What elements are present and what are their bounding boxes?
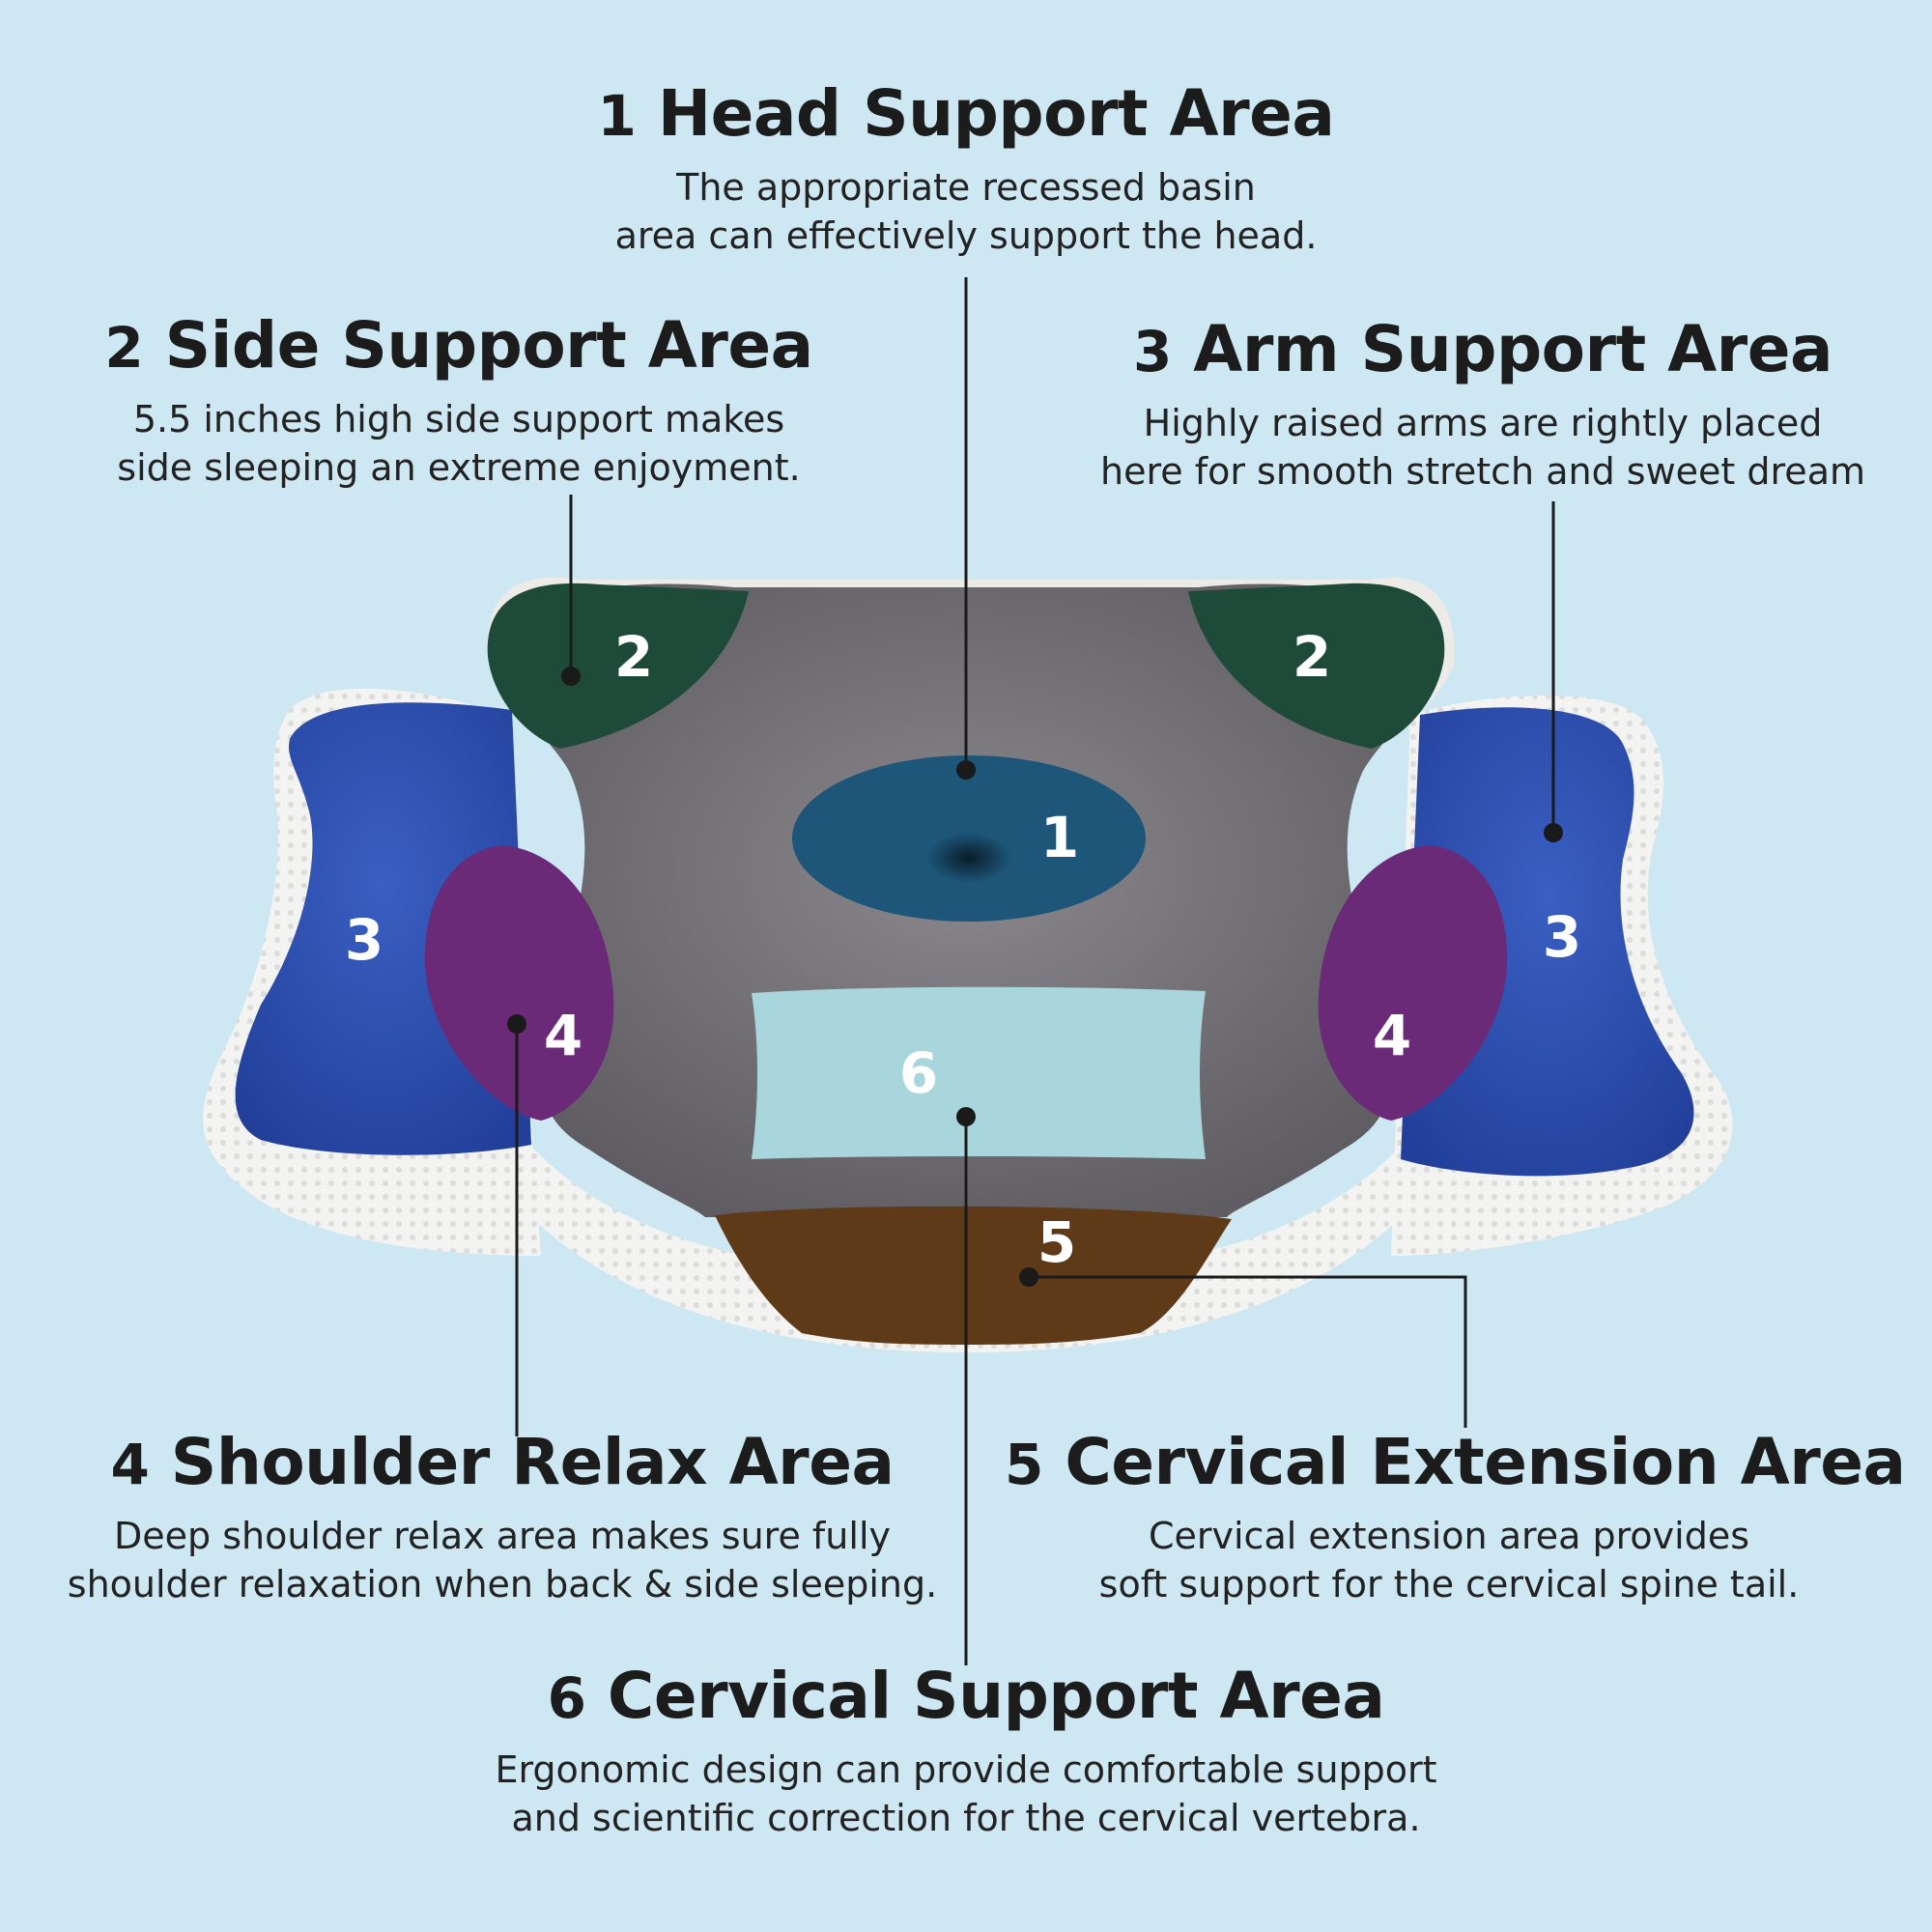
area-1-title-text: Head Support Area [657,76,1335,151]
shoulder-relax-left [424,845,614,1121]
zone-label-side-left: 2 [614,624,653,690]
area-2-title-text: Side Support Area [164,308,814,383]
area-5-number: 5 [1005,1432,1043,1497]
area-1-head-support: 1 Head Support Area The appropriate rece… [541,76,1391,260]
area-2-desc-line-1: 5.5 inches high side support makes [132,397,785,440]
area-5-description: Cervical extension area provides soft su… [1005,1512,1893,1608]
area-5-title: 5 Cervical Extension Area [1005,1427,1906,1498]
cervical-extension-area [715,1206,1232,1345]
leader-dot-5 [1019,1267,1038,1287]
area-2-title: 2 Side Support Area [68,308,850,383]
leader-line-5 [1029,1275,1467,1428]
area-6-number: 6 [547,1665,586,1731]
area-4-title: 4 Shoulder Relax Area [39,1425,966,1499]
area-4-desc-line-1: Deep shoulder relax area makes sure full… [114,1514,891,1557]
side-support-left [487,582,749,749]
area-3-desc-line-1: Highly raised arms are rightly placed [1143,401,1823,444]
area-1-number: 1 [597,83,637,149]
area-5-cervical-extension: 5 Cervical Extension Area Cervical exten… [1005,1427,1906,1608]
area-4-desc-line-2: shoulder relaxation when back & side sle… [67,1562,938,1605]
side-support-right [1188,582,1445,749]
area-6-title: 6 Cervical Support Area [444,1659,1488,1733]
zone-label-arm-right: 3 [1543,904,1581,970]
zone-label-cervical-extension: 5 [1037,1209,1076,1275]
area-5-title-text: Cervical Extension Area [1065,1425,1906,1499]
zone-label-arm-left: 3 [345,907,384,973]
area-1-description: The appropriate recessed basin area can … [541,163,1391,260]
head-support-hole [926,833,1011,883]
leader-dot-6 [956,1107,976,1126]
area-3-title-text: Arm Support Area [1193,312,1833,386]
shoulder-relax-right [1318,845,1508,1121]
area-6-description: Ergonomic design can provide comfortable… [444,1746,1488,1842]
area-3-number: 3 [1132,319,1172,384]
area-2-desc-line-2: side sleeping an extreme enjoyment. [117,445,801,489]
area-6-desc-line-2: and scientific correction for the cervic… [511,1796,1421,1839]
zone-label-shoulder-right: 4 [1373,1003,1411,1068]
area-4-shoulder-relax: 4 Shoulder Relax Area Deep shoulder rela… [39,1425,966,1608]
area-5-desc-line-1: Cervical extension area provides [1148,1514,1750,1557]
area-2-description: 5.5 inches high side support makes side … [68,395,850,492]
zone-label-side-right: 2 [1293,624,1331,690]
area-1-desc-line-1: The appropriate recessed basin [676,165,1256,209]
area-3-title: 3 Arm Support Area [1063,312,1903,386]
area-3-desc-line-2: here for smooth stretch and sweet dream [1099,449,1865,493]
area-4-title-text: Shoulder Relax Area [170,1425,895,1499]
area-6-title-text: Cervical Support Area [607,1659,1385,1733]
pillow-edge-front [502,1111,1430,1352]
cervical-support-panel [752,986,1206,1159]
area-2-number: 2 [104,315,144,381]
leader-dot-4 [507,1014,526,1034]
leader-dot-1 [956,760,976,780]
area-2-side-support: 2 Side Support Area 5.5 inches high side… [68,308,850,492]
area-1-title: 1 Head Support Area [541,76,1391,151]
leader-dot-3 [1544,823,1563,842]
area-1-desc-line-2: area can effectively support the head. [614,213,1318,257]
area-3-arm-support: 3 Arm Support Area Highly raised arms ar… [1063,312,1903,496]
area-6-cervical-support: 6 Cervical Support Area Ergonomic design… [444,1659,1488,1842]
area-4-description: Deep shoulder relax area makes sure full… [39,1512,966,1608]
zone-label-head: 1 [1040,805,1079,870]
zone-label-shoulder-left: 4 [544,1003,582,1068]
area-4-number: 4 [110,1432,150,1497]
area-5-desc-line-2: soft support for the cervical spine tail… [1098,1562,1800,1605]
leader-dot-2 [561,667,581,686]
area-6-desc-line-1: Ergonomic design can provide comfortable… [495,1747,1437,1791]
zone-label-cervical-support: 6 [899,1040,938,1106]
area-3-description: Highly raised arms are rightly placed he… [1063,399,1903,496]
arm-support-right [1401,707,1694,1177]
